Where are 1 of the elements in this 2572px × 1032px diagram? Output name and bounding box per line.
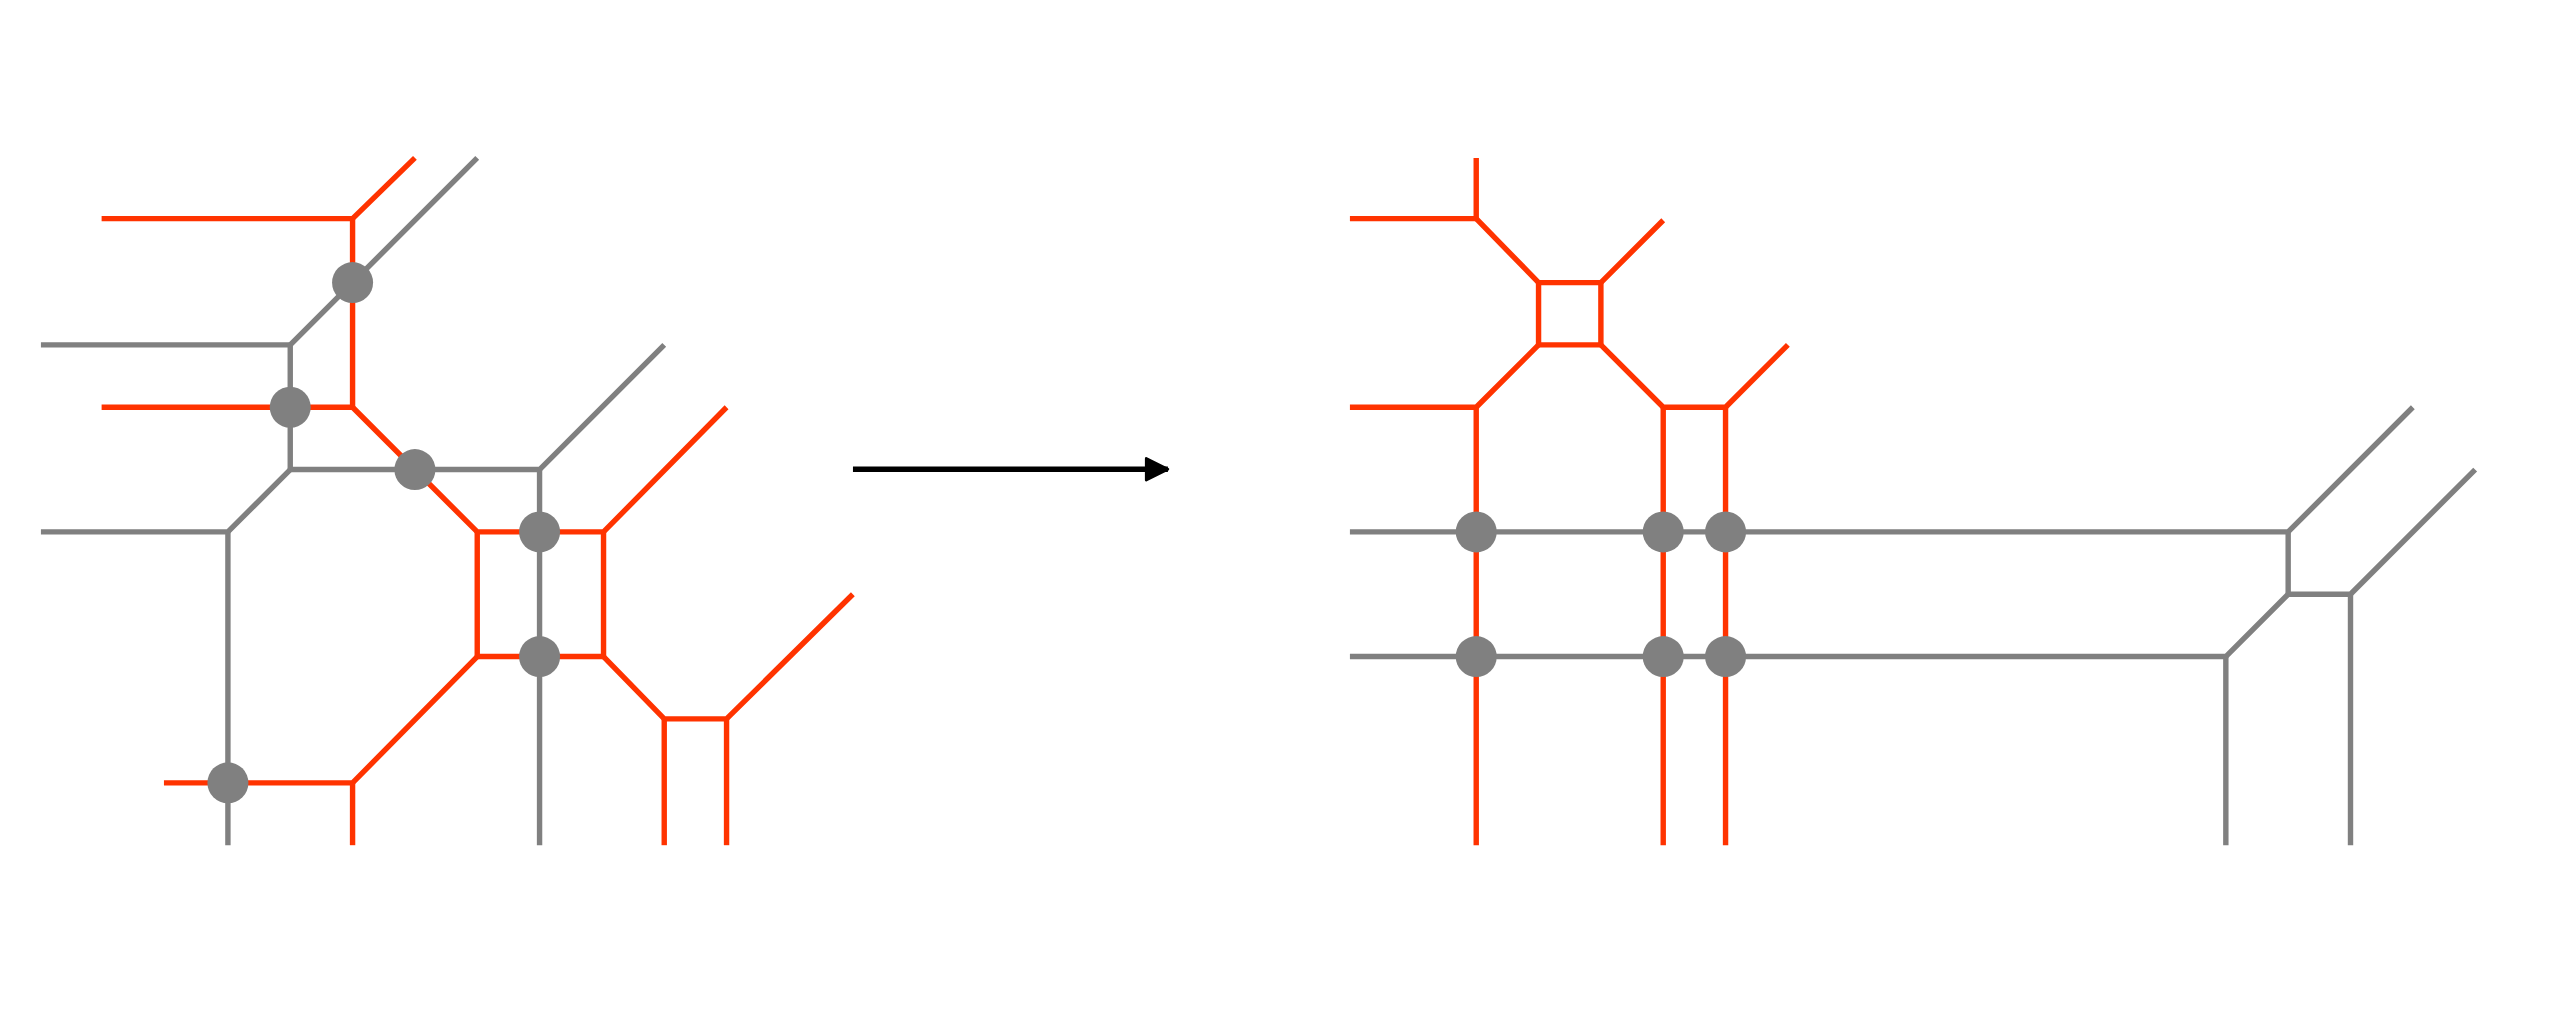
arrow [852,457,1170,482]
